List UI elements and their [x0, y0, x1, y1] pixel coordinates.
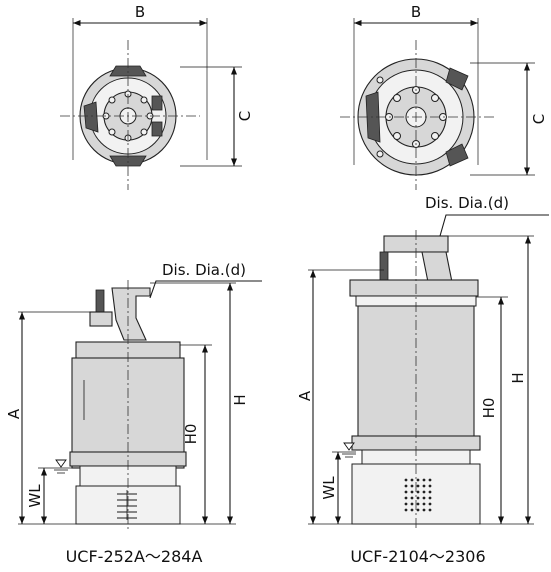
dimension-c-left: C [236, 111, 254, 121]
dimension-h0-left: H0 [182, 424, 200, 445]
dimension-b-left: B [135, 3, 145, 21]
right-top-view: B C [340, 3, 548, 190]
dimension-h-right: H [509, 372, 527, 383]
dimension-b-right: B [411, 3, 421, 21]
dimension-h0-right: H0 [480, 398, 498, 419]
left-side-view: Dis. Dia.(d) A H H0 WL UCF-252A～284A [5, 261, 262, 566]
dimension-h-left: H [231, 394, 249, 405]
dis-dia-label-left: Dis. Dia.(d) [162, 261, 246, 279]
dimension-c-right: C [530, 114, 548, 124]
right-side-view: Dis. Dia.(d) A H H0 WL UCF-2104～2306 [296, 194, 549, 566]
dimension-a-left: A [5, 408, 23, 419]
dis-dia-label-right: Dis. Dia.(d) [425, 194, 509, 212]
caption-right-model: UCF-2104～2306 [350, 547, 485, 566]
left-top-view: B C [60, 3, 254, 190]
dimension-wl-right: WL [320, 476, 338, 500]
strainer-grid [404, 478, 432, 512]
caption-left-model: UCF-252A～284A [66, 547, 203, 566]
dimension-a-right: A [296, 390, 314, 401]
dimension-wl-left: WL [26, 484, 44, 508]
